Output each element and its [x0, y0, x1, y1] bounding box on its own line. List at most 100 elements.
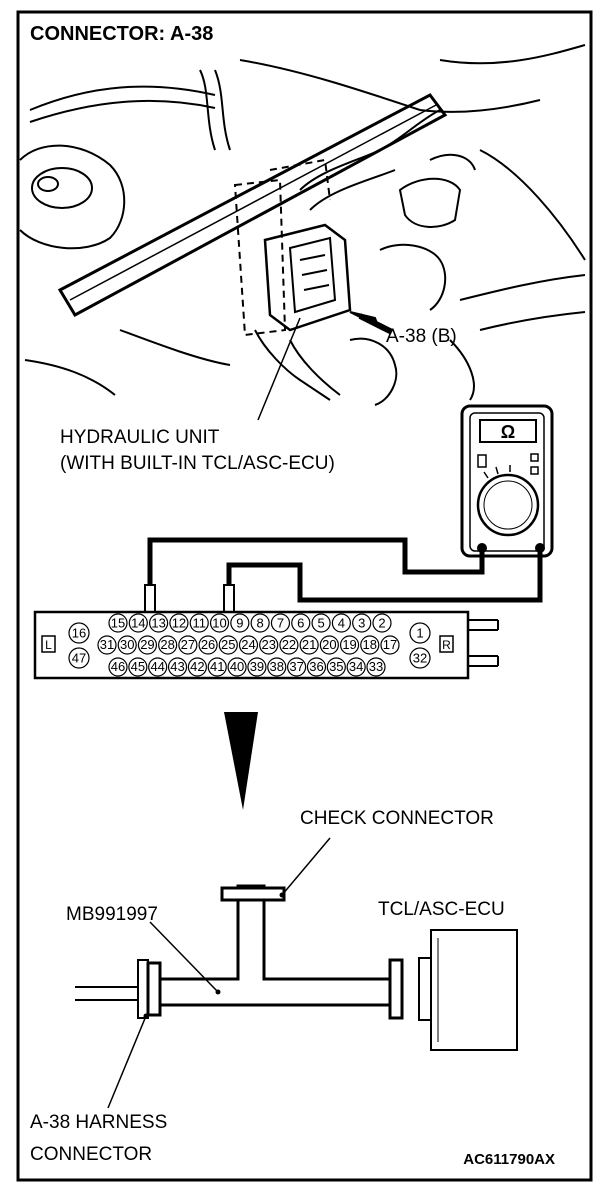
pin-label: 34: [349, 659, 363, 674]
pin-label: 35: [329, 659, 343, 674]
pin-label: 21: [302, 637, 316, 652]
firewall-edge-2: [419, 99, 541, 113]
pin-label: 3: [358, 615, 365, 630]
view-pointer-wedge: [224, 712, 258, 810]
pin-label: 32: [413, 651, 427, 666]
ohmmeter-indicator: [477, 454, 487, 468]
pin-label: 27: [181, 637, 195, 652]
pin-label: 40: [230, 659, 244, 674]
connector-rib-3: [303, 284, 330, 291]
connector-title: CONNECTOR: A-38: [30, 23, 213, 45]
brake-line-2: [309, 169, 396, 211]
harness-label-line2: CONNECTOR: [30, 1144, 152, 1165]
pin-circle: [117, 635, 137, 655]
pin-label: 4: [338, 615, 345, 630]
pin-circle: [158, 635, 178, 655]
pin-label: 38: [270, 659, 284, 674]
callout-arrow-shaft: [358, 313, 394, 335]
pin-circle: [68, 622, 90, 644]
pin-circle: [238, 635, 259, 655]
figure-code: AC611790AX: [463, 1151, 555, 1168]
pin-circle: [287, 657, 307, 677]
pin-label: 43: [170, 659, 184, 674]
pin-circle: [366, 657, 386, 677]
pin-circle: [207, 657, 227, 677]
pin-label: 26: [201, 637, 215, 652]
pin-circle: [167, 657, 188, 677]
upper-right-contour: [439, 44, 586, 65]
brake-line-1: [299, 109, 441, 191]
pin-circle: [279, 635, 299, 655]
ohm-symbol: Ω: [501, 422, 515, 442]
right-fender-contour: [479, 149, 586, 261]
ohmmeter: [460, 404, 554, 558]
pin-label: 30: [120, 637, 134, 652]
hydraulic-unit-label-line1: HYDRAULIC UNIT: [60, 427, 220, 448]
harness-connector-front: [146, 961, 162, 1017]
probe-tip-right: [223, 584, 235, 616]
pin-circle: [68, 647, 90, 669]
pin-label: 17: [383, 637, 397, 652]
test-lead-left: [147, 537, 485, 590]
pin-circle: [198, 635, 218, 655]
pin-circle: [247, 657, 267, 677]
right-hose: [379, 243, 447, 311]
pin-label: 44: [150, 659, 164, 674]
pin-circle: [409, 647, 431, 669]
hydraulic-unit-outline: [233, 178, 287, 337]
right-marker-box: [439, 635, 454, 653]
dial-tick-1: [483, 471, 489, 479]
pin-label: 31: [100, 637, 114, 652]
pin-circle: [346, 657, 366, 677]
ecu-label: TCL/ASC-ECU: [378, 899, 505, 920]
pin-circle: [339, 635, 360, 655]
pin-circle: [250, 613, 270, 633]
pin-label: 33: [369, 659, 383, 674]
strut-brace-highlight: [69, 103, 439, 301]
pin-circle: [149, 613, 169, 633]
right-panel-edge-2: [479, 311, 586, 331]
pin-label: 39: [250, 659, 264, 674]
hydraulic-unit-label-line2: (WITH BUILT-IN TCL/ASC-ECU): [60, 453, 335, 474]
strut-tower: [19, 144, 126, 250]
pin-label: 19: [342, 637, 356, 652]
pin-circle: [331, 613, 351, 633]
outer-frame: [16, 10, 593, 1182]
right-panel-edge: [459, 274, 586, 301]
pin-circle: [209, 613, 230, 633]
pin-circle: [270, 613, 291, 633]
pin-label: 28: [160, 637, 174, 652]
hydraulic-unit-connector: [288, 236, 337, 314]
pin-circle: [108, 613, 128, 633]
hydraulic-unit-body: [263, 223, 352, 332]
check-connector-leader-dot: [279, 892, 285, 898]
face-right-label: R: [442, 638, 451, 652]
lower-pipe-2: [289, 339, 341, 396]
pin-circle: [380, 635, 400, 655]
strut-bolt: [37, 176, 59, 192]
lower-pipe: [254, 329, 331, 401]
pin-label: 24: [241, 637, 255, 652]
pin-circle: [128, 657, 148, 677]
check-connector-leader: [281, 837, 331, 896]
pin-circle: [291, 613, 311, 633]
upper-harness: [29, 85, 216, 111]
pin-label: 25: [221, 637, 235, 652]
pin-circle: [187, 657, 207, 677]
harness-label-line1: A-38 HARNESS: [30, 1112, 167, 1133]
pin-label: 37: [289, 659, 303, 674]
pin-label: 23: [261, 637, 275, 652]
pin-label: 20: [322, 637, 336, 652]
pin-label: 29: [140, 637, 154, 652]
pin-circle: [372, 613, 392, 633]
pin-label: 8: [257, 615, 264, 630]
pin-label: 18: [363, 637, 377, 652]
pin-circle: [189, 613, 209, 633]
pin-label: 10: [212, 615, 226, 630]
firewall-edge: [239, 59, 421, 111]
check-connector-label: CHECK CONNECTOR: [300, 808, 494, 829]
ohmmeter-bezel: [469, 412, 545, 552]
pin-circle: [227, 657, 247, 677]
